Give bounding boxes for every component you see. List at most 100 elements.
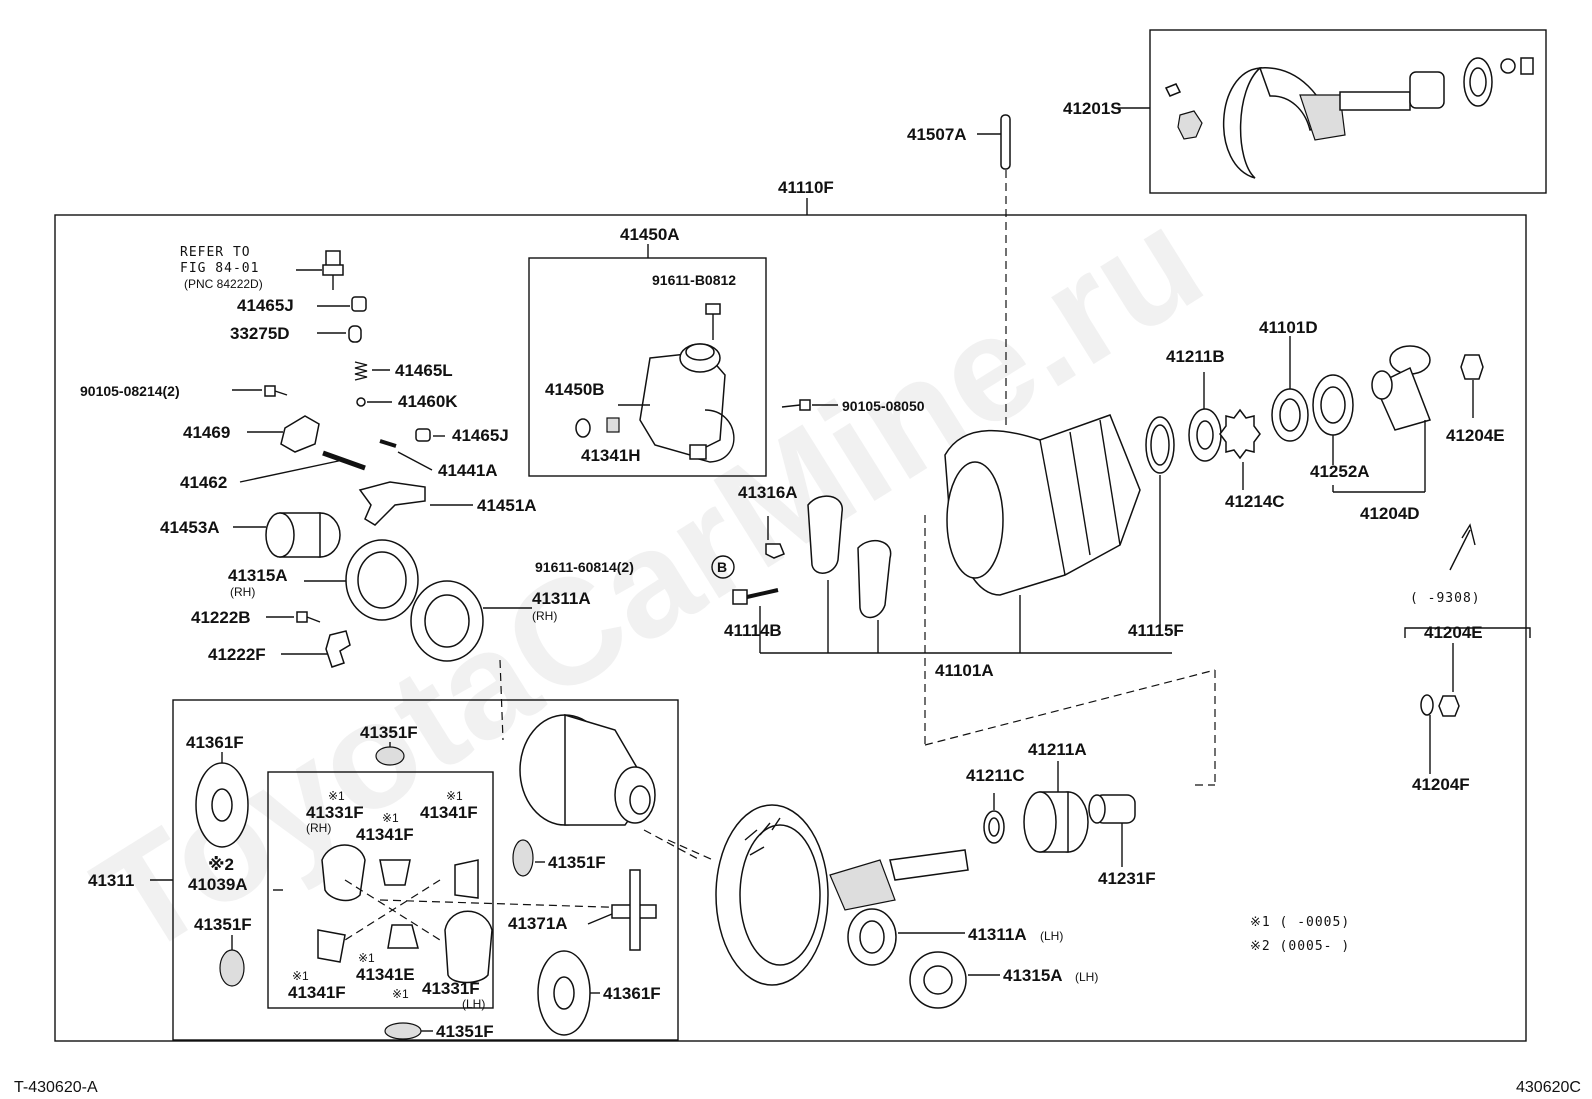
label-41462: 41462 [180, 473, 227, 492]
label-90105-08214: 90105-08214(2) [80, 383, 180, 399]
label-41331f-lh-side: (LH) [462, 997, 485, 1011]
label-41039a: 41039A [188, 875, 248, 894]
label-41450b: 41450B [545, 380, 605, 399]
carrier-housing-icon [944, 414, 1141, 596]
washer-41351f-top-icon [375, 746, 405, 766]
arrow-up-icon [1449, 523, 1476, 571]
drive-pinion-icon [829, 849, 969, 911]
ring-gear-icon [715, 804, 829, 986]
label-91611-b0812: 91611-B0812 [652, 272, 736, 288]
label-41204f: 41204F [1412, 775, 1470, 794]
label-41101d: 41101D [1259, 318, 1318, 337]
bearing-cap-a-icon [807, 495, 843, 574]
label-41341e: 41341E [356, 965, 415, 984]
pinion-gear-41341f-a-icon [379, 859, 411, 886]
bearing-cap-b-icon [857, 539, 892, 619]
label-41316a: 41316A [738, 483, 798, 502]
label-41451a: 41451A [477, 496, 537, 515]
bearing-41101d-icon [1271, 388, 1309, 442]
pinion-gear-41341f-b-icon [454, 859, 479, 899]
label-41351f-mid: 41351F [548, 853, 606, 872]
label-41465l: 41465L [395, 361, 453, 380]
washer-41351f-bot-icon [384, 1022, 422, 1040]
label-41204e-low: 41204E [1424, 623, 1483, 642]
label-41331f-lh: 41331F [422, 979, 480, 998]
bolt-41222b-icon [296, 611, 321, 623]
gear-41341h-icon [606, 417, 620, 433]
label-41252a: 41252A [1310, 462, 1370, 481]
label-41351f-left: 41351F [194, 915, 252, 934]
circle-b-icon [711, 555, 735, 579]
diff-inset-frame [172, 699, 679, 1041]
mark-41341f-b: ※1 [446, 789, 463, 803]
ball-41460k-icon [356, 397, 366, 407]
footer-left-code: T-430620-A [14, 1079, 98, 1096]
bearing-41211b-icon [1188, 408, 1222, 462]
label-41371a: 41371A [508, 914, 568, 933]
cover-41469-icon [280, 415, 320, 453]
label-91611-60814: 91611-60814(2) [535, 559, 634, 575]
diff-case-icon [519, 713, 656, 826]
bearing-41211a-icon [1023, 791, 1089, 853]
spacer-41211c-icon [983, 810, 1005, 844]
star1-note: ※1 ( -0005) [1250, 915, 1350, 930]
refer-note-line3: (PNC 84222D) [184, 277, 263, 291]
label-41341f-a: 41341F [356, 825, 414, 844]
range-9308-note: ( -9308) [1410, 591, 1481, 606]
label-41453a: 41453A [160, 518, 220, 537]
pin-41507a-icon [1000, 114, 1011, 170]
label-41311a-lh-side: (LH) [1040, 929, 1063, 943]
label-41311a-rh-side: (RH) [532, 609, 557, 623]
label-41361f-b: 41361F [603, 984, 661, 1003]
label-41311a-rh: 41311A [532, 589, 591, 608]
bolt-90105-08214-icon [264, 385, 288, 397]
bearing-cup-41311a-rh-icon [410, 580, 484, 662]
shaft-41462-icon [322, 450, 366, 471]
gasket-33275d-icon [348, 325, 362, 343]
bearing-41315a-rh-icon [345, 539, 419, 621]
switch-icon [322, 250, 344, 290]
diff-lock-actuator-icon [618, 303, 735, 463]
o-ring-41450b-icon [575, 418, 591, 438]
diff-inner-frame [267, 771, 494, 1009]
pinion-inset-frame [1149, 29, 1547, 194]
label-41315a-lh-side: (LH) [1075, 970, 1098, 984]
label-41311a-lh: 41311A [968, 925, 1027, 944]
mark-41341f-a: ※1 [382, 811, 399, 825]
mark-41341f-c: ※1 [292, 969, 309, 983]
bolt-41114b-icon [732, 588, 779, 605]
label-41222f: 41222F [208, 645, 266, 664]
footer-right-code: 430620C [1516, 1079, 1581, 1096]
seal-41252a-icon [1312, 374, 1354, 436]
label-41465j-a: 41465J [237, 296, 294, 315]
flange-icon [1371, 345, 1431, 431]
label-41450a: 41450A [620, 225, 680, 244]
label-41507a: 41507A [907, 125, 967, 144]
label-41311: 41311 [88, 871, 134, 890]
bearing-41315a-lh-icon [909, 951, 967, 1009]
label-41465j-b: 41465J [452, 426, 509, 445]
label-41351f-top: 41351F [360, 723, 418, 742]
washer-41351f-mid-icon [512, 839, 534, 877]
label-41114b: 41114B [724, 621, 782, 640]
mark-41331f-lh: ※1 [392, 987, 409, 1001]
washer-41351f-left-icon [219, 949, 245, 987]
washer-41214c-icon [1219, 408, 1261, 460]
plug-41465j-b-icon [415, 428, 431, 442]
label-41315a-rh: 41315A [228, 566, 288, 585]
label-41315a-lh: 41315A [1003, 966, 1063, 985]
label-41469: 41469 [183, 423, 230, 442]
lock-plate-41222f-icon [325, 630, 351, 668]
refer-note-line1: REFER TO [180, 245, 251, 260]
bracket-41316a-icon [765, 543, 785, 559]
star2-note: ※2 (0005- ) [1250, 939, 1350, 954]
plug-41465j-icon [351, 296, 367, 312]
label-41315a-rh-side: (RH) [230, 585, 255, 599]
circle-b: B [717, 559, 727, 575]
spring-41465l-icon [354, 361, 368, 381]
refer-note-line2: FIG 84-01 [180, 261, 259, 276]
label-41331f-rh-side: (RH) [306, 821, 331, 835]
label-41460k: 41460K [398, 392, 458, 411]
label-41211c: 41211C [966, 766, 1025, 785]
